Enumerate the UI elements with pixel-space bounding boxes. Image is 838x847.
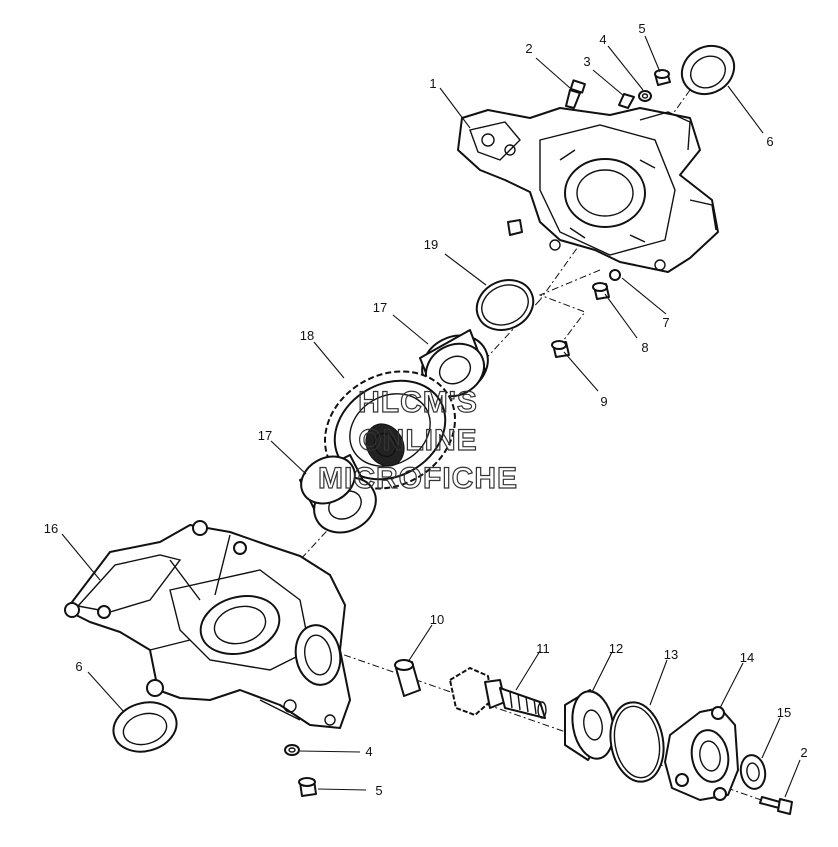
leader-lines — [61, 35, 801, 798]
large-o-ring — [609, 701, 665, 783]
lower-housing — [64, 520, 351, 729]
pinion-bearing — [564, 689, 615, 761]
watermark: HLCM'S ONLINE MICROFICHE — [317, 385, 518, 495]
washer-top — [638, 90, 652, 102]
callout-10: 10 — [430, 612, 444, 627]
plug-lower — [298, 777, 317, 797]
callout-8: 8 — [641, 340, 648, 355]
callout-7: 7 — [662, 315, 669, 330]
bolt-bottom — [759, 796, 793, 815]
housing-bolt — [507, 219, 523, 236]
pinion-shaft — [449, 667, 547, 719]
callout-5-lower: 5 — [375, 783, 382, 798]
callout-15: 15 — [777, 705, 791, 720]
callout-2-top: 2 — [525, 41, 532, 56]
callout-labels: 1 2 3 4 5 6 7 8 9 19 17 18 17 16 6 4 5 1… — [44, 21, 808, 798]
washer-lower — [284, 744, 300, 756]
callout-1: 1 — [429, 76, 436, 91]
dowel-pin — [618, 93, 635, 109]
callout-6-lower: 6 — [75, 659, 82, 674]
callout-14: 14 — [740, 650, 754, 665]
callout-17-lower: 17 — [258, 428, 272, 443]
callout-12: 12 — [609, 641, 623, 656]
callout-17-upper: 17 — [373, 300, 387, 315]
oil-seal-lower — [112, 701, 178, 753]
shaft-seal — [739, 754, 767, 790]
ring-gear — [324, 370, 456, 490]
upper-housing — [457, 107, 719, 273]
watermark-line-1: HLCM'S — [358, 386, 478, 419]
shim-ring — [475, 279, 535, 331]
callout-13: 13 — [664, 647, 678, 662]
bolt-top — [565, 79, 586, 109]
callout-19: 19 — [424, 237, 438, 252]
bearing-cover — [664, 706, 739, 801]
callout-3: 3 — [583, 54, 590, 69]
watermark-line-2: ONLINE — [358, 424, 477, 457]
oil-seal-top — [680, 44, 736, 96]
needle-bearing — [394, 659, 421, 697]
callout-2-bottom: 2 — [800, 745, 807, 760]
callout-4-top: 4 — [599, 32, 606, 47]
callout-16: 16 — [44, 521, 58, 536]
small-nut — [609, 269, 621, 281]
callout-6-top: 6 — [766, 134, 773, 149]
watermark-line-3: MICROFICHE — [318, 462, 518, 495]
callout-4-lower: 4 — [365, 744, 372, 759]
plug-top — [654, 69, 671, 86]
callout-5-top: 5 — [638, 21, 645, 36]
callout-11: 11 — [536, 641, 550, 656]
bearing-lower — [299, 454, 377, 534]
callout-18: 18 — [300, 328, 314, 343]
callout-9: 9 — [600, 394, 607, 409]
